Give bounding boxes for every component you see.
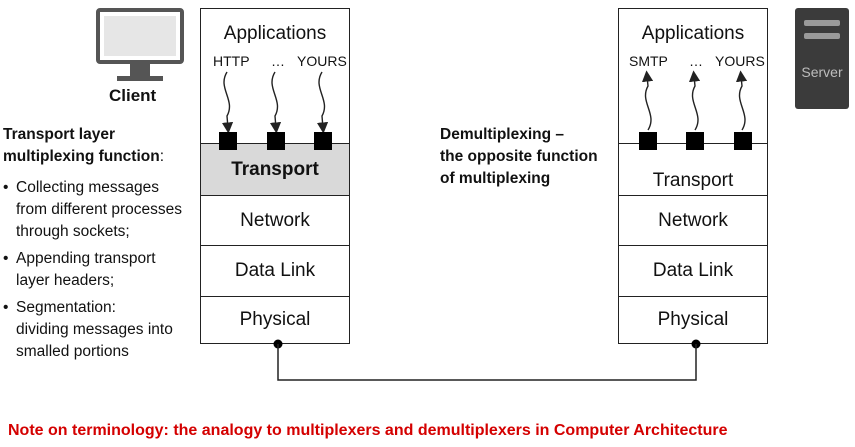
right-protocol-ellipsis: … [689, 53, 703, 69]
right-arrow-yours [735, 70, 748, 131]
left-protocol-yours: YOURS [297, 53, 347, 69]
mux-bullet-3-line2: dividing messages into [16, 321, 173, 338]
monitor-icon [95, 8, 185, 84]
left-socket-3 [314, 132, 332, 150]
left-layer-network: Network [201, 195, 349, 245]
mux-heading-line2: multiplexing function [3, 148, 160, 165]
mux-bullet-1-line3: through sockets; [16, 223, 130, 240]
server-label: Server [801, 64, 843, 80]
right-socket-1 [639, 132, 657, 150]
right-protocol-smtp: SMTP [629, 53, 668, 69]
left-protocol-stack: Applications HTTP … YOURS Transport Netw… [200, 8, 350, 344]
terminology-note: Note on terminology: the analogy to mult… [8, 422, 728, 439]
left-protocol-ellipsis: … [271, 53, 285, 69]
demux-line2: the opposite function [440, 148, 598, 165]
right-protocol-stack: Applications SMTP … YOURS Transport Netw… [618, 8, 768, 344]
mux-heading-line2-wrap: multiplexing function: [3, 146, 164, 168]
mux-heading: Transport layer multiplexing function: [3, 124, 164, 168]
right-protocol-yours: YOURS [715, 53, 765, 69]
client-label: Client [109, 86, 157, 105]
left-applications-title: Applications [223, 23, 327, 44]
demux-line3: of multiplexing [440, 170, 551, 187]
mux-bullet-3-line3: smalled portions [16, 343, 129, 360]
left-layer-physical: Physical [201, 296, 349, 343]
right-layer-datalink: Data Link [619, 245, 767, 296]
mux-bullet-3-line1: Segmentation: [16, 299, 116, 316]
mux-bullet-2-line2: layer headers; [16, 272, 115, 289]
physical-link-line [277, 344, 697, 381]
left-layer-datalink: Data Link [201, 245, 349, 296]
left-socket-2 [267, 132, 285, 150]
right-socket-3 [734, 132, 752, 150]
left-arrow-http [221, 71, 234, 134]
mux-bullet-1-line2: from different processes [16, 201, 182, 218]
mux-bullet-2-line1: Appending transport [16, 250, 156, 267]
mux-heading-suffix: : [159, 148, 165, 165]
left-protocol-http: HTTP [213, 53, 250, 69]
mux-bullet-1-line1: Collecting messages [16, 179, 160, 196]
right-layer-network: Network [619, 195, 767, 245]
mux-heading-line1: Transport layer [3, 126, 115, 143]
demux-text: Demultiplexing – the opposite function o… [440, 124, 598, 190]
left-socket-1 [219, 132, 237, 150]
right-socket-2 [686, 132, 704, 150]
right-arrow-smtp [641, 70, 654, 131]
demux-line1: Demultiplexing – [440, 126, 565, 143]
right-arrow-middle [688, 70, 701, 131]
server-icon: Server [795, 8, 849, 109]
right-applications-title: Applications [641, 23, 745, 44]
right-layer-physical: Physical [619, 296, 767, 343]
left-arrow-middle [269, 71, 282, 134]
left-arrow-yours [316, 71, 329, 134]
